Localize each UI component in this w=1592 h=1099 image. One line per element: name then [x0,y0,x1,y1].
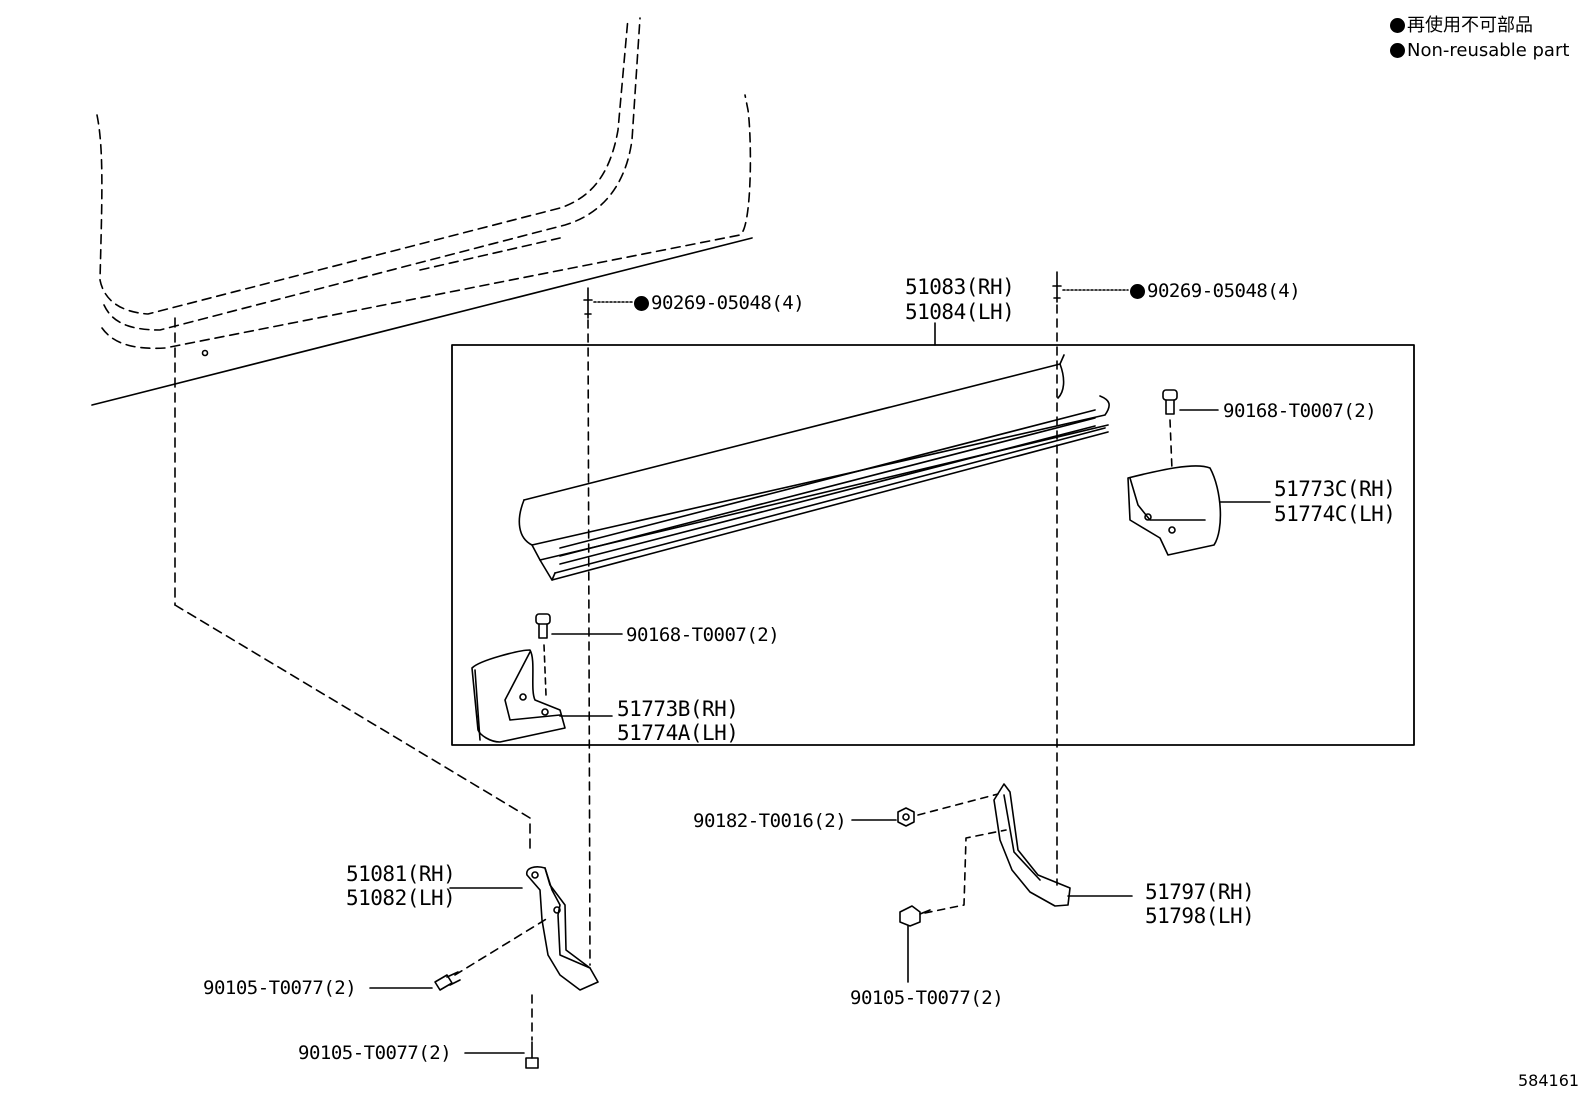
label-clip-left-text: 90269-05048(4) [651,292,805,314]
label-bolt-front-a[interactable]: 90105-T0077(2) [203,977,357,999]
label-step-lh[interactable]: 51084(LH) [905,300,1015,324]
nut-rear-dash [917,793,999,816]
bolt-rear-icon [899,905,931,927]
label-bolt-rear[interactable]: 90105-T0077(2) [850,987,1004,1009]
label-bracket-front-lh[interactable]: 51082(LH) [346,886,456,910]
bolt-front-b-icon [525,1041,539,1069]
label-bracket-rear-lh[interactable]: 51798(LH) [1145,904,1255,928]
figure-id: 584161 [1518,1071,1580,1090]
bolt-rear-dash [924,829,1007,914]
label-end-cap-rear-rh[interactable]: 51773C(RH) [1274,477,1396,501]
bracket-front-shape [525,866,599,991]
label-bolt-front-b[interactable]: 90105-T0077(2) [298,1042,452,1064]
label-end-cap-front-rh[interactable]: 51773B(RH) [617,697,739,721]
non-reusable-dot-icon [1390,18,1405,33]
label-bracket-rear-rh[interactable]: 51797(RH) [1145,880,1255,904]
end-cap-rear-shape [1127,465,1222,556]
screw-lower-dash [543,644,547,696]
screw-upper-icon [1162,389,1178,415]
screw-upper-dash [1169,419,1173,471]
body-sill-line [91,237,753,406]
label-bracket-front-rh[interactable]: 51081(RH) [346,862,456,886]
running-board-shape [518,354,1110,581]
label-clip-right[interactable]: 90269-05048(4) [1130,280,1301,302]
body-hole [201,349,209,357]
legend-en-text: Non-reusable part [1407,40,1570,61]
non-reusable-dot-icon [1130,284,1145,299]
legend-jp: 再使用不可部品 [1390,15,1533,37]
bolt-front-a-dash [454,917,549,976]
label-screw-upper[interactable]: 90168-T0007(2) [1223,400,1377,422]
clip-right-icon [1052,271,1062,303]
bolt-front-a-icon [434,971,461,991]
vehicle-body-outline [96,17,752,851]
label-nut-rear[interactable]: 90182-T0016(2) [693,810,847,832]
bracket-rear-shape [993,783,1071,907]
non-reusable-dot-icon [1390,43,1405,58]
label-screw-lower[interactable]: 90168-T0007(2) [626,624,780,646]
label-end-cap-rear-lh[interactable]: 51774C(LH) [1274,502,1396,526]
nut-rear-icon [897,807,915,827]
end-cap-front-shape [471,649,566,743]
clip-leaders [587,304,1058,966]
label-end-cap-front-lh[interactable]: 51774A(LH) [617,721,739,745]
label-step-rh[interactable]: 51083(RH) [905,275,1015,299]
non-reusable-dot-icon [634,296,649,311]
running-board-box [451,344,1415,746]
screw-lower-icon [535,613,551,639]
label-clip-left[interactable]: 90269-05048(4) [634,292,805,314]
label-clip-right-text: 90269-05048(4) [1147,280,1301,302]
legend-en: Non-reusable part [1390,40,1569,62]
legend-jp-text: 再使用不可部品 [1407,15,1533,36]
clip-left-icon [583,287,593,319]
